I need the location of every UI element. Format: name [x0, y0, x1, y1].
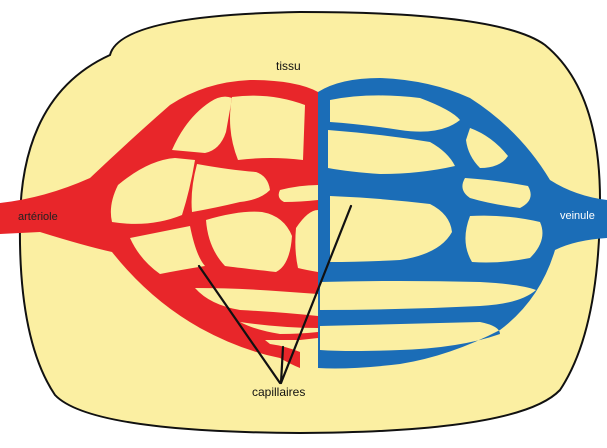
label-arteriole: artériole: [18, 212, 58, 223]
label-venule: veinule: [560, 211, 595, 222]
label-capillaries: capillaires: [252, 386, 305, 398]
label-tissue: tissu: [276, 60, 301, 72]
